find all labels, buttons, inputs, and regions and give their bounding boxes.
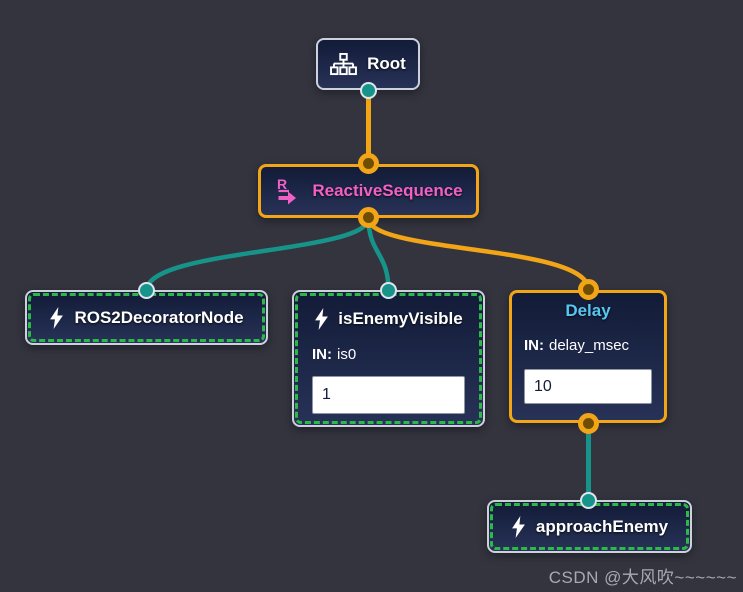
node-root-label: Root	[367, 54, 406, 73]
in-port-name: is0	[337, 346, 357, 363]
in-port-label: IN:	[524, 337, 544, 354]
isenemyvisible-input-port-row: IN: is0	[312, 346, 465, 366]
lightning-icon	[511, 515, 526, 538]
edge-reactivesequence-to-delay[interactable]	[366, 215, 591, 293]
port-root-output[interactable]	[360, 82, 377, 99]
port-delay-output[interactable]	[578, 413, 599, 434]
delay-input-port-row: IN: delay_msec	[524, 337, 652, 357]
port-approachenemy-input[interactable]	[580, 492, 597, 509]
node-isenemyvisible[interactable]: isEnemyVisible IN: is0	[292, 290, 485, 427]
node-delay[interactable]: Delay IN: delay_msec	[509, 290, 667, 423]
delay-value-input[interactable]	[524, 369, 652, 404]
port-reactivesequence-output[interactable]	[358, 207, 379, 228]
tree-icon	[330, 52, 358, 76]
r-arrow-icon: R	[274, 177, 302, 205]
csdn-watermark: CSDN @大风吹~~~~~~	[548, 568, 737, 587]
isenemyvisible-value-input[interactable]	[312, 376, 465, 414]
lightning-icon	[49, 306, 64, 329]
port-ros2decoratornode-input[interactable]	[138, 282, 155, 299]
port-delay-input[interactable]	[578, 279, 599, 300]
node-ros2decoratornode-label: ROS2DecoratorNode	[74, 307, 244, 327]
node-isenemyvisible-label: isEnemyVisible	[338, 309, 463, 328]
port-reactivesequence-input[interactable]	[358, 153, 379, 174]
node-reactivesequence-label: ReactiveSequence	[312, 181, 463, 200]
lightning-icon	[314, 308, 329, 330]
edge-reactivesequence-to-ros2decorator[interactable]	[144, 215, 371, 294]
node-root[interactable]: Root	[316, 38, 420, 90]
node-delay-label: Delay	[565, 301, 611, 320]
port-isenemyvisible-input[interactable]	[380, 282, 397, 299]
svg-text:R: R	[277, 177, 287, 192]
in-port-label: IN:	[312, 346, 332, 363]
node-approachenemy-label: approachEnemy	[535, 516, 669, 536]
in-port-name: delay_msec	[549, 337, 630, 354]
